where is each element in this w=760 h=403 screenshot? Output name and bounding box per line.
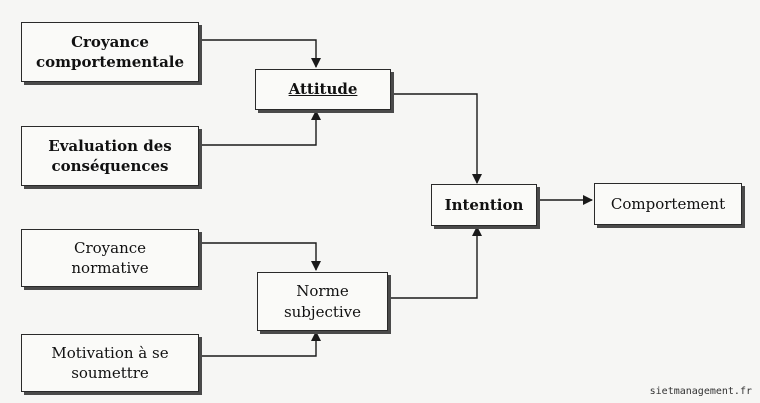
node-attitude-label: Attitude	[288, 80, 358, 99]
watermark: sietmanagement.fr	[649, 386, 752, 397]
node-croyance-normative-label: Croyance normative	[71, 238, 149, 277]
node-comportement-label: Comportement	[610, 194, 726, 213]
node-croyance-comportementale: Croyance comportementale	[21, 22, 199, 82]
arrow-motivation-to-norme	[199, 331, 321, 357]
node-evaluation-consequences: Evaluation des conséquences	[21, 126, 199, 186]
arrow-norme-to-intention	[388, 226, 482, 299]
node-motivation-soumettre: Motivation à se soumettre	[21, 334, 199, 392]
node-croyance-comportementale-label: Croyance comportementale	[35, 32, 185, 71]
arrow-evaluation-to-attitude	[199, 110, 321, 146]
arrow-croyance-comportementale-to-attitude	[199, 39, 321, 68]
node-evaluation-consequences-label: Evaluation des conséquences	[48, 136, 172, 175]
node-norme-subjective-label: Norme subjective	[283, 282, 362, 321]
node-intention-label: Intention	[444, 195, 524, 214]
node-comportement: Comportement	[594, 183, 742, 225]
arrow-croyance-normative-to-norme	[199, 242, 321, 271]
node-intention: Intention	[431, 184, 537, 226]
node-norme-subjective: Norme subjective	[257, 272, 388, 331]
node-attitude: Attitude	[255, 69, 391, 110]
arrow-attitude-to-intention	[391, 93, 482, 184]
node-croyance-normative: Croyance normative	[21, 229, 199, 287]
node-motivation-soumettre-label: Motivation à se soumettre	[51, 343, 169, 382]
